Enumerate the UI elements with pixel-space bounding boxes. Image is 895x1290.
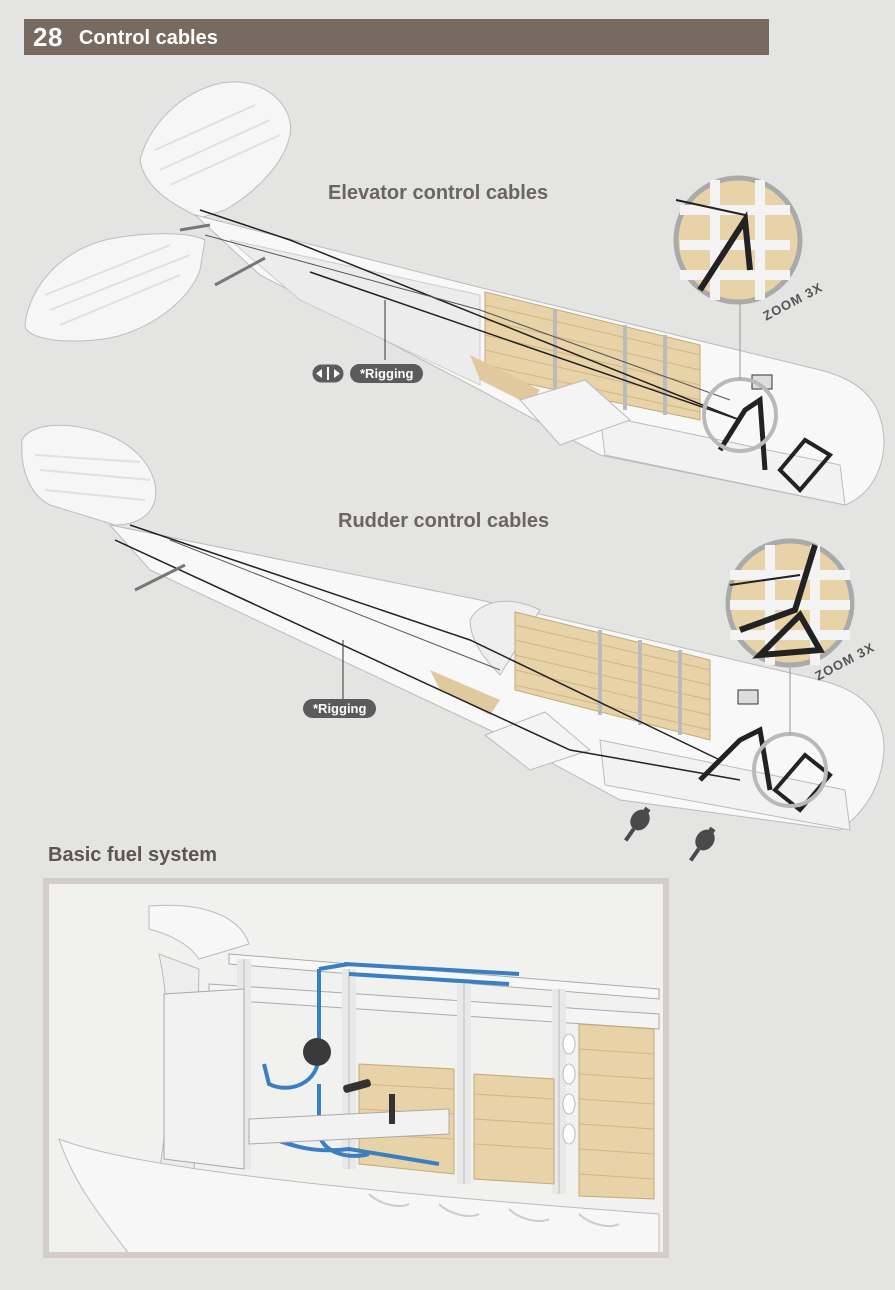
page-header: 28 Control cables xyxy=(24,19,769,55)
rudder-section-title: Rudder control cables xyxy=(338,510,550,532)
elevator-section-title: Elevator control cables xyxy=(328,182,549,204)
fuel-system-panel xyxy=(43,878,669,1258)
resize-arrows-icon xyxy=(312,364,344,383)
page-title: Control cables xyxy=(78,27,218,49)
fuel-section-title: Basic fuel system xyxy=(48,844,217,866)
elevator-rigging-label: *Rigging xyxy=(350,364,424,383)
page-number: 28 xyxy=(33,21,63,52)
fuel-system-illustration xyxy=(58,904,660,1252)
rudder-rigging-label: *Rigging xyxy=(303,699,377,718)
